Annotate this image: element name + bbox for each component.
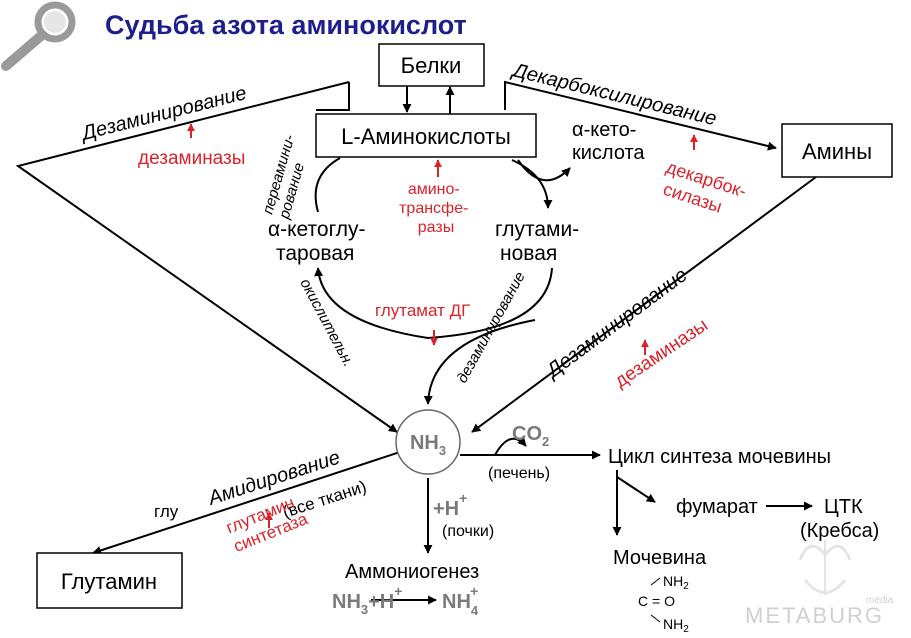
- magnifier-icon: [1, 1, 76, 71]
- urea-label: Мочевина: [613, 547, 707, 569]
- co2-label: CO2: [512, 423, 549, 449]
- urea-top-group: NH2: [663, 573, 689, 592]
- urea-bottom-group: NH2: [663, 616, 689, 635]
- urea-cycle-label: Цикл синтеза мочевины: [608, 446, 831, 468]
- kidneys-label: (почки): [442, 523, 494, 540]
- deamination-right-path: [471, 176, 817, 433]
- decarboxylation-path: [504, 80, 777, 151]
- keto-acid-label: α-кето- кислота: [572, 119, 645, 164]
- h-plus-label: +H+: [433, 490, 467, 520]
- tca-label: ЦТК (Кребса): [800, 496, 879, 542]
- amidation-arrow: [92, 451, 401, 555]
- glutamate-label: глутами- новая: [495, 218, 585, 265]
- diagram-lines: [15, 80, 817, 605]
- decarboxylases-label: декарбок- силазы: [657, 157, 754, 224]
- amines-label: Амины: [802, 139, 872, 164]
- enzyme-arrows: [187, 123, 698, 528]
- ammoniogenesis-label: Аммониогенез: [345, 561, 479, 583]
- transamination-label: переамини- рование: [259, 129, 316, 222]
- ammonia-node: [395, 409, 461, 475]
- page-title: Судьба азота аминокислот: [105, 10, 467, 40]
- oxidative-label: окислительн.: [296, 276, 357, 370]
- amino-acids-label: L-Аминокислоты: [341, 124, 511, 149]
- ammoniogenesis-product: NH4+: [442, 583, 479, 618]
- cycle-arc-bottom-left: [314, 267, 429, 339]
- urea-structure: NH2 C = O NH2: [638, 573, 689, 635]
- glutamate-to-ammonia-arrow: [423, 319, 536, 405]
- watermark-small: media: [866, 595, 894, 606]
- fumarate-label: фумарат: [676, 496, 758, 518]
- urea-cycle-to-fumarate-arrow: [616, 470, 656, 503]
- deamination-cycle-label: дезаминирование: [454, 269, 529, 386]
- alpha-ketoglutarate-label: α-кетоглу- таровая: [268, 218, 371, 265]
- glutamine-box: [36, 552, 183, 609]
- proteins-box: [378, 43, 485, 87]
- metaburg-logo-icon: [798, 540, 852, 595]
- cycle-arc-top-right: [511, 159, 553, 209]
- ammoniogenesis-reactants: NH3+H+: [332, 583, 402, 617]
- proteins-label: Белки: [401, 53, 462, 78]
- deaminases-left-label: дезаминазы: [138, 148, 245, 169]
- keto-acid-arrow: [517, 159, 571, 182]
- glutamate-dh-label: глутамат ДГ: [375, 301, 470, 320]
- amino-acids-box: [315, 113, 537, 158]
- co2-arrow: [494, 436, 527, 456]
- ammonia-label: NH3: [410, 432, 446, 458]
- urea-carbonyl: C = O: [638, 593, 675, 609]
- proteins-left-connector: [316, 82, 350, 111]
- amines-box: [781, 123, 893, 178]
- aminotransferases-label: амино- трансфе- разы: [399, 181, 473, 236]
- glutamine-label: Глутамин: [61, 569, 157, 594]
- glu-label: глу: [154, 502, 179, 521]
- deamination-left-path: [15, 81, 398, 433]
- liver-label: (печень): [488, 465, 550, 482]
- cycle-arc-top-left: [314, 157, 341, 213]
- watermark-brand: METABURG: [745, 603, 884, 628]
- cycle-arc-bottom-right: [427, 267, 553, 339]
- deamination-right-label: Дезаминирование: [541, 264, 691, 383]
